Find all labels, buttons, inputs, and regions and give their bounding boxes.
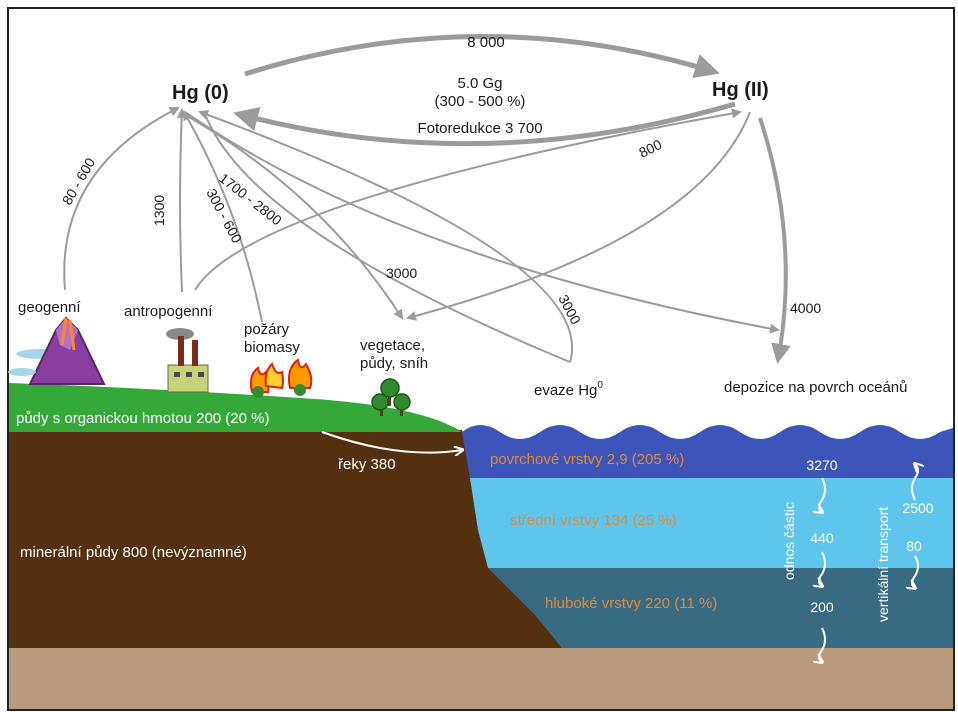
vegetation-label-line2: půdy, sníh xyxy=(360,355,428,372)
arrow-hg2-to-vegetation xyxy=(406,111,751,321)
arrow-photoreduction xyxy=(233,101,736,147)
arrow-geogenic xyxy=(63,107,180,291)
fires-label-line2: biomasy xyxy=(244,339,300,356)
pool-change: (300 - 500 %) xyxy=(435,93,526,110)
flux-hg2-to-vegetation: 3000 xyxy=(386,265,417,281)
particle-removal-label: odnos částic xyxy=(781,502,797,580)
up-flux-2: 80 xyxy=(906,538,922,554)
mineral-soils-label: minerální půdy 800 (nevýznamné) xyxy=(20,544,247,561)
arrow-down-3 xyxy=(819,627,826,662)
flux-arrows xyxy=(63,107,780,363)
arrow-down-1 xyxy=(819,477,826,512)
arrow-rivers xyxy=(321,431,462,453)
fires-label-line1: požáry xyxy=(244,321,290,338)
down-flux-2: 440 xyxy=(810,530,834,546)
deposition-label: depozice na povrch oceánů xyxy=(724,379,907,396)
flux-anthropogenic: 1300 xyxy=(151,195,167,226)
ocean-arrows xyxy=(819,464,918,662)
organic-soils-label: půdy s organickou hmotou 200 (20 %) xyxy=(16,410,269,427)
arrow-evasion xyxy=(198,110,573,363)
hg2-label: Hg (II) xyxy=(712,79,769,101)
arrow-hg0-to-ocean xyxy=(184,111,780,334)
geogenic-label: geogenní xyxy=(18,299,81,316)
arrow-evasion-line xyxy=(204,113,571,363)
vegetation-label-line1: vegetace, xyxy=(360,337,425,354)
tree-icon xyxy=(371,378,411,416)
vertical-transport-label: vertikální transport xyxy=(875,507,891,622)
evasion-label: evaze Hg0 xyxy=(534,380,603,399)
pool-amount: 5.0 Gg xyxy=(457,75,502,92)
mineral-soil-layer xyxy=(9,405,562,648)
organic-soil-layer xyxy=(9,383,462,432)
volcano-icon xyxy=(8,316,106,385)
arrow-anthro-to-hg2 xyxy=(194,108,742,291)
anthropogenic-label: antropogenní xyxy=(124,303,213,320)
ocean-deep-layer xyxy=(488,568,953,648)
ground-base xyxy=(9,648,953,709)
arrow-hg0-to-hg2 xyxy=(244,34,720,79)
down-flux-1: 3270 xyxy=(806,457,837,473)
ocean-middle-layer xyxy=(470,478,953,568)
arrow-updown-2 xyxy=(912,555,919,588)
arrow-fires xyxy=(183,110,263,323)
flux-top-label: 8 000 xyxy=(467,34,505,51)
photoreduction-label: Fotoredukce 3 700 xyxy=(417,120,542,137)
arrow-down-2 xyxy=(819,551,826,586)
arrow-anthropogenic xyxy=(176,108,187,293)
flux-ocean-deposition: 4000 xyxy=(790,300,821,316)
arrow-deposition xyxy=(758,117,791,364)
rivers-label: řeky 380 xyxy=(338,456,396,473)
fire-icon xyxy=(249,358,313,398)
arrow-up-1 xyxy=(911,464,918,501)
hg0-label: Hg (0) xyxy=(172,82,229,104)
factory-icon xyxy=(166,328,209,393)
ocean-surface-layer xyxy=(462,425,953,478)
ocean-middle-label: střední vrstvy 134 (25 %) xyxy=(510,512,677,529)
ocean-deep-label: hluboké vrstvy 220 (11 %) xyxy=(545,595,717,612)
up-flux-1: 2500 xyxy=(902,500,933,516)
ocean-surface-label: povrchové vrstvy 2,9 (205 %) xyxy=(490,451,684,468)
down-flux-3: 200 xyxy=(810,599,834,615)
